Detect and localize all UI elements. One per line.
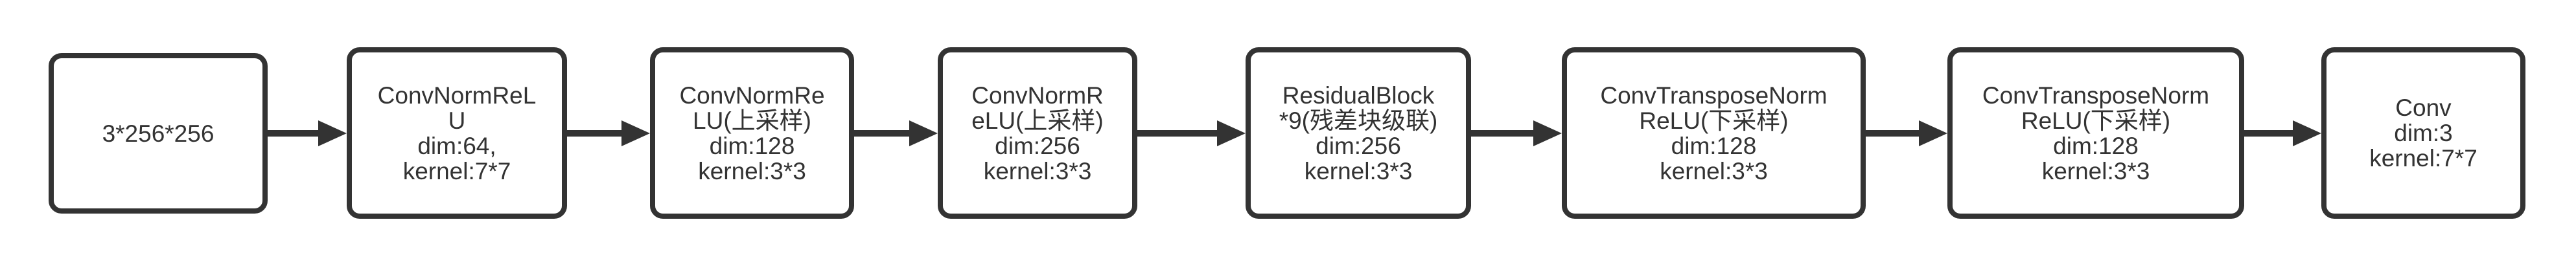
node-label-line: ConvNormR: [971, 82, 1104, 109]
node-label-line: dim:256: [1316, 132, 1401, 159]
node-conv-transpose-norm-relu-1: ConvTransposeNorm ReLU(下采样) dim:128 kern…: [1562, 47, 1866, 219]
node-input-tensor: 3*256*256: [49, 53, 268, 214]
node-label-line: ConvTransposeNorm: [1600, 82, 1828, 109]
arrow-head-icon: [2293, 120, 2321, 146]
node-output-conv: Conv dim:3 kernel:7*7: [2321, 47, 2525, 219]
node-label-line: dim:256: [995, 132, 1080, 159]
node-label-line: dim:128: [1671, 132, 1757, 159]
node-label-line: ConvNormReL: [377, 82, 537, 109]
arrow-shaft: [268, 130, 323, 137]
node-label-line: kernel:3*3: [983, 157, 1092, 184]
node-label-line: kernel:3*3: [2041, 157, 2150, 184]
node-conv-norm-relu-7x7: ConvNormReL U dim:64, kernel:7*7: [347, 47, 567, 219]
node-label-line: Conv: [2395, 94, 2452, 121]
arrow-shaft: [2244, 130, 2298, 137]
flow-arrow-3: [854, 120, 938, 146]
node-conv-norm-relu-sample-1: ConvNormRe LU(上采样) dim:128 kernel:3*3: [650, 47, 854, 219]
arrow-head-icon: [1533, 120, 1562, 146]
node-label-line: kernel:7*7: [2369, 145, 2477, 172]
node-label-line: *9(残差块级联): [1279, 107, 1438, 134]
node-label-line: dim:3: [2394, 120, 2453, 146]
node-label-line: kernel:3*3: [1660, 157, 1768, 184]
arrow-shaft: [567, 130, 627, 137]
node-conv-norm-relu-sample-2: ConvNormR eLU(上采样) dim:256 kernel:3*3: [938, 47, 1137, 219]
arrow-head-icon: [621, 120, 650, 146]
arrow-head-icon: [1919, 120, 1947, 146]
node-label-line: dim:64,: [417, 132, 496, 159]
node-label-line: dim:128: [709, 132, 795, 159]
node-conv-transpose-norm-relu-2: ConvTransposeNorm ReLU(下采样) dim:128 kern…: [1947, 47, 2244, 219]
node-label-line: ResidualBlock: [1282, 82, 1435, 109]
flow-arrow-5: [1471, 120, 1562, 146]
flow-arrow-7: [2244, 120, 2321, 146]
node-label-line: U: [448, 107, 466, 134]
node-label-line: 3*256*256: [102, 120, 215, 147]
flow-arrow-1: [268, 120, 347, 146]
flow-arrow-2: [567, 120, 650, 146]
arrow-shaft: [1471, 130, 1538, 137]
node-label-line: kernel:7*7: [402, 157, 511, 184]
arrow-head-icon: [318, 120, 347, 146]
node-label-line: dim:128: [2053, 132, 2139, 159]
node-label-line: ReLU(下采样): [2021, 107, 2171, 134]
node-label-line: ReLU(下采样): [1639, 107, 1789, 134]
node-label-line: ConvNormRe: [679, 82, 825, 109]
node-label-line: LU(上采样): [693, 107, 811, 134]
arrow-head-icon: [1217, 120, 1246, 146]
arrow-shaft: [1866, 130, 1924, 137]
flow-arrow-6: [1866, 120, 1947, 146]
node-residual-blocks-x9: ResidualBlock *9(残差块级联) dim:256 kernel:3…: [1246, 47, 1471, 219]
node-label-line: eLU(上采样): [971, 107, 1104, 134]
node-label-line: kernel:3*3: [1304, 157, 1413, 184]
arrow-head-icon: [909, 120, 938, 146]
node-label-line: ConvTransposeNorm: [1982, 82, 2210, 109]
arrow-shaft: [1137, 130, 1222, 137]
arrow-shaft: [854, 130, 914, 137]
node-label-line: kernel:3*3: [698, 157, 806, 184]
flow-arrow-4: [1137, 120, 1246, 146]
